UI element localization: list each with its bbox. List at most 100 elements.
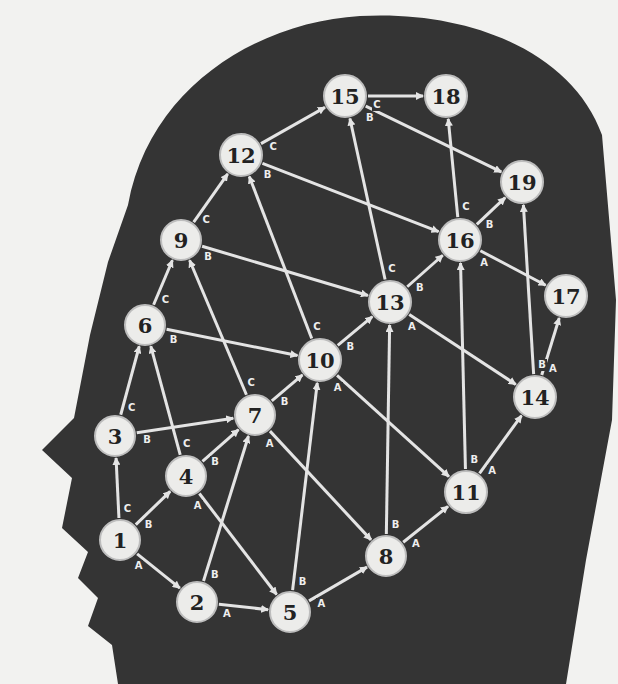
choice-letter: B: [346, 341, 356, 353]
number-circle: 19: [500, 160, 544, 204]
head-shape: [42, 15, 616, 684]
node-number: 14: [520, 387, 549, 408]
choice-letter: B: [391, 519, 401, 531]
choice-letter: A: [265, 438, 275, 450]
number-circle: 6: [124, 304, 166, 346]
number-circle: 7: [234, 394, 276, 436]
number-circle: 14: [513, 375, 557, 419]
choice-letter: C: [387, 263, 396, 275]
choice-letter: C: [372, 99, 381, 111]
arrow-connector: [480, 251, 545, 286]
number-circle: 12: [219, 133, 263, 177]
choice-letter: C: [312, 321, 321, 333]
choice-letter: C: [269, 141, 278, 153]
choice-letter: A: [316, 598, 326, 610]
choice-letter: C: [182, 438, 191, 450]
number-circle: 13: [368, 280, 412, 324]
arrow-connector: [309, 567, 367, 601]
node-number: 10: [305, 350, 334, 371]
choice-letter: B: [210, 456, 220, 468]
choice-letter: B: [469, 454, 479, 466]
choice-letter: B: [485, 219, 495, 231]
arrow-connector: [386, 325, 389, 534]
arrow-connector: [407, 255, 443, 287]
choice-letter: B: [203, 251, 213, 263]
node-number: 11: [451, 482, 480, 503]
arrow-connector: [202, 430, 238, 462]
choice-letter: C: [461, 201, 470, 213]
choice-letter: B: [280, 396, 290, 408]
node-number: 18: [431, 86, 460, 107]
arrow-connector: [261, 107, 325, 143]
arrow-connector: [249, 176, 311, 338]
arrow-connector: [199, 493, 276, 594]
choice-letter: A: [411, 538, 421, 550]
node-number: 19: [507, 172, 536, 193]
arrow-connector: [368, 95, 423, 98]
choice-letter: C: [247, 377, 256, 389]
number-circle: 17: [544, 274, 588, 318]
choice-letter: A: [407, 321, 417, 333]
choice-letter: C: [202, 214, 211, 226]
number-circle: 4: [165, 455, 207, 497]
choice-letter: B: [298, 576, 308, 588]
node-number: 2: [190, 592, 205, 613]
node-number: 4: [179, 466, 194, 487]
choice-letter: B: [210, 569, 220, 581]
number-circle: 2: [176, 581, 218, 623]
choice-letter: C: [123, 503, 132, 515]
arrow-connector: [167, 329, 298, 355]
arrow-connector: [403, 506, 448, 542]
number-circle: 9: [160, 219, 202, 261]
number-circle: 11: [444, 470, 488, 514]
arrow-connector: [409, 315, 516, 385]
arrow-connector: [270, 431, 371, 540]
arrow-connector: [151, 346, 180, 455]
arrow-connector: [293, 383, 318, 590]
number-circle: 15: [323, 74, 367, 118]
node-number: 1: [113, 530, 128, 551]
arrow-connector: [480, 416, 522, 474]
choice-letter: A: [222, 608, 232, 620]
choice-letter: B: [169, 334, 179, 346]
arrow-connector: [262, 163, 438, 231]
arrow-connector: [121, 346, 140, 415]
arrow-connector: [137, 418, 233, 432]
arrow-connector: [116, 458, 119, 518]
node-number: 17: [551, 286, 580, 307]
node-number: 16: [445, 230, 474, 251]
node-number: 5: [283, 602, 298, 623]
number-circle: 3: [94, 415, 136, 457]
node-number: 15: [330, 86, 359, 107]
choice-letter: B: [144, 519, 154, 531]
arrow-connector: [366, 106, 502, 172]
node-number: 12: [226, 145, 255, 166]
choice-letter: C: [127, 402, 136, 414]
choice-letter: B: [365, 112, 375, 124]
number-circle: 10: [298, 338, 342, 382]
arrow-connector: [350, 118, 385, 279]
arrow-connector: [523, 205, 533, 374]
arrow-connector: [137, 554, 180, 588]
choice-letter: C: [161, 294, 170, 306]
number-circle: 16: [438, 218, 482, 262]
choice-letter: A: [548, 363, 558, 375]
node-number: 7: [248, 405, 263, 426]
number-circle: 18: [424, 74, 468, 118]
choice-letter: B: [537, 359, 547, 371]
choice-letter: B: [263, 169, 273, 181]
arrow-connector: [190, 260, 247, 394]
node-number: 6: [138, 315, 153, 336]
arrow-connector: [461, 263, 466, 469]
number-circle: 5: [269, 591, 311, 633]
node-number: 13: [375, 292, 404, 313]
node-number: 3: [108, 426, 123, 447]
choice-letter: A: [487, 465, 497, 477]
number-circle: 1: [99, 519, 141, 561]
choice-letter: B: [415, 282, 425, 294]
node-number: 9: [174, 230, 189, 251]
choice-letter: B: [142, 434, 152, 446]
choice-letter: A: [333, 382, 343, 394]
choice-letter: A: [193, 500, 203, 512]
number-circle: 8: [365, 535, 407, 577]
